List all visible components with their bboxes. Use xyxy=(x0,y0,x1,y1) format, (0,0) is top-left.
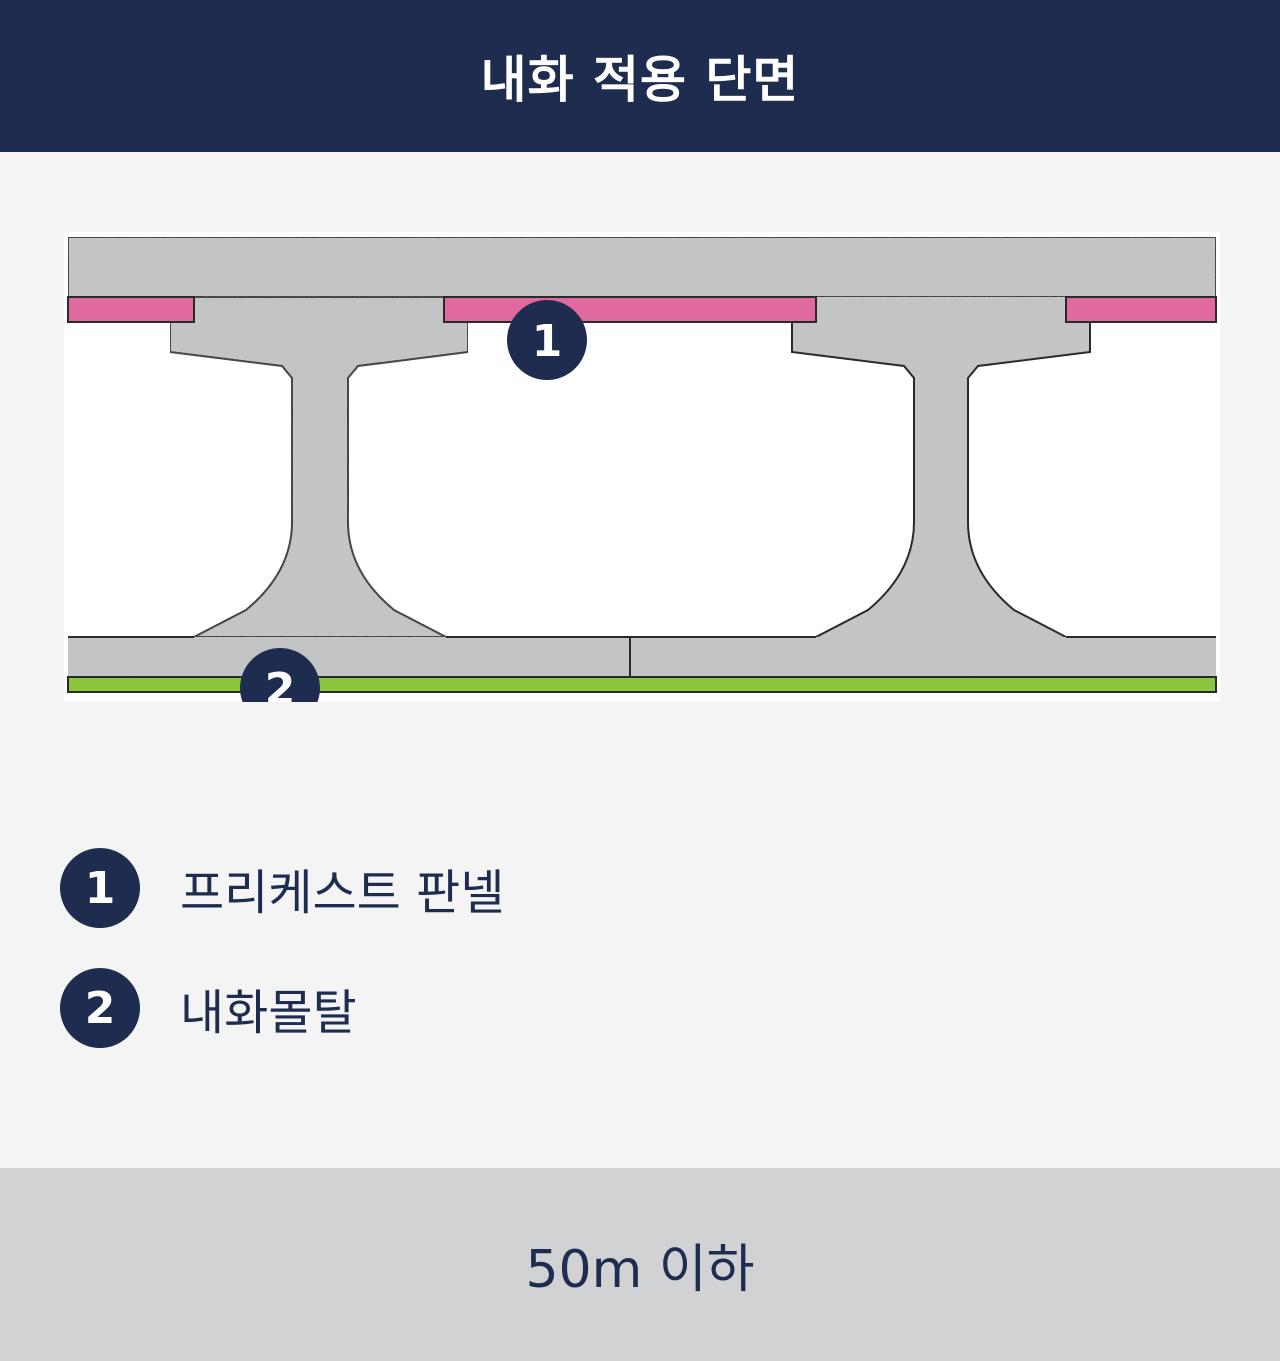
footer-banner: 50m 이하 xyxy=(0,1168,1280,1361)
fire-mortar-layer xyxy=(67,676,1217,693)
legend-item: 1 프리케스트 판넬 xyxy=(60,848,504,928)
legend-badge: 2 xyxy=(60,968,140,1048)
precast-panel-middle xyxy=(443,296,817,323)
legend-label: 내화몰탈 xyxy=(180,985,357,1041)
legend-label: 프리케스트 판넬 xyxy=(180,865,505,921)
callout-1: 1 xyxy=(507,300,587,380)
page-header: 내화 적용 단면 xyxy=(0,0,1280,152)
callout-1-number: 1 xyxy=(532,316,563,367)
legend: 1 프리케스트 판넬 2 내화몰탈 xyxy=(60,848,504,1088)
callout-2: 2 xyxy=(240,648,320,702)
legend-item: 2 내화몰탈 xyxy=(60,968,504,1048)
bottom-slab xyxy=(68,637,1216,677)
right-girder-outline-left xyxy=(791,297,915,638)
page-title: 내화 적용 단면 xyxy=(480,51,800,109)
precast-panel-right xyxy=(1065,296,1217,323)
precast-panel-left xyxy=(67,296,195,323)
legend-badge: 1 xyxy=(60,848,140,928)
top-slab xyxy=(67,236,1217,298)
cross-section-svg: 1 2 xyxy=(64,232,1220,702)
callout-2-number: 2 xyxy=(265,664,296,702)
footer-text: 50m 이하 xyxy=(525,1240,755,1300)
cross-section-diagram: 1 2 xyxy=(64,232,1220,702)
right-girder-outline-right xyxy=(967,297,1091,638)
right-girder xyxy=(792,297,1090,637)
